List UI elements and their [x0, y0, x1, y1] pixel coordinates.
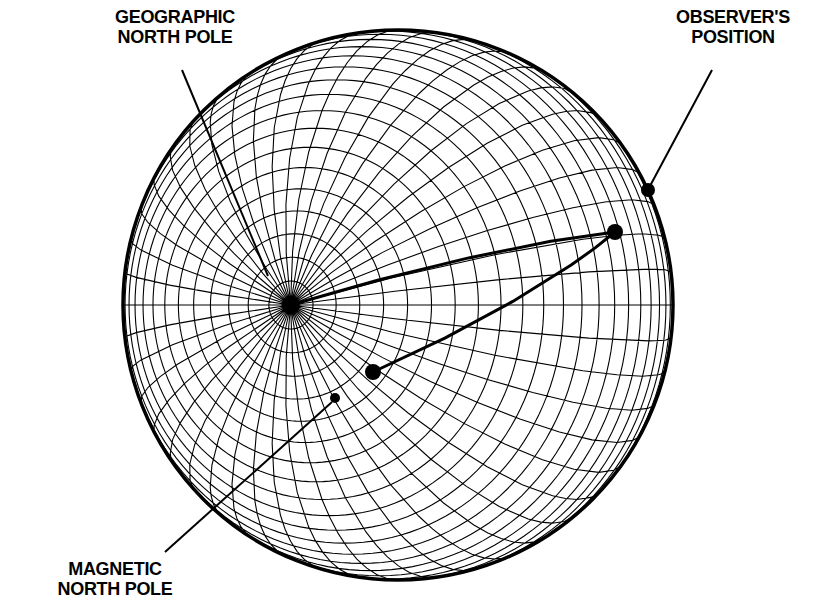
leader-line: [165, 402, 332, 552]
globe-outline: [123, 30, 673, 580]
position-dot: [641, 183, 655, 197]
bearing-line: [373, 232, 615, 372]
leader-lines: [165, 70, 712, 552]
leader-line: [650, 70, 712, 186]
leader-line: [182, 70, 268, 276]
graticule: [123, 30, 673, 580]
position-dot: [365, 364, 381, 380]
position-dot: [282, 296, 300, 314]
position-dot: [607, 224, 623, 240]
markers: [282, 183, 655, 403]
position-dot: [330, 393, 340, 403]
callout-label: MAGNETIC NORTH POLE: [40, 560, 190, 600]
bearing-lines: [291, 232, 615, 372]
callout-label: GEOGRAPHIC NORTH POLE: [100, 8, 250, 48]
graticule-lines: [123, 30, 673, 580]
callout-label: OBSERVER'S POSITION: [658, 8, 808, 48]
